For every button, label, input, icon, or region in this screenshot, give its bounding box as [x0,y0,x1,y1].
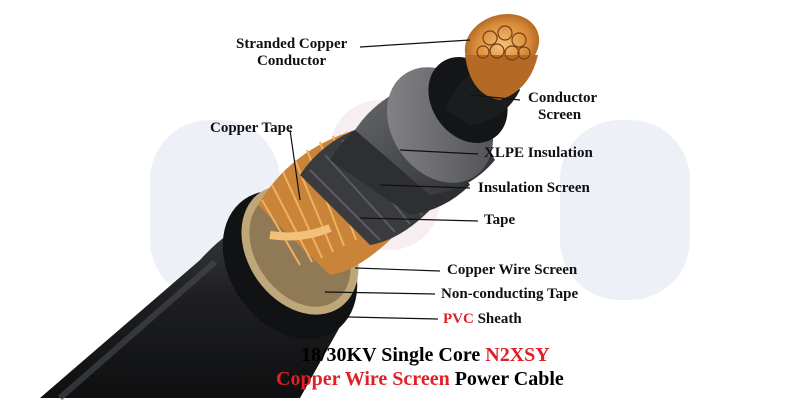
leader-non-conducting-tape [324,291,436,295]
label-non-conducting-tape: Non-conducting Tape [441,286,579,302]
label-sheath: Sheath [477,311,522,327]
label-copper-wire-screen: Copper Wire Screen [447,262,578,278]
caption-copper-wire-screen: Copper Wire Screen [276,368,450,390]
caption-line2: Copper Wire Screen Power Cable [276,368,564,390]
label-stranded-copper-line2: Conductor [257,53,327,69]
label-insulation-screen: Insulation Screen [478,180,590,196]
leader-lines [289,39,521,320]
caption-power-cable: Power Cable [454,368,564,390]
label-conductor-screen-line2: Screen [538,107,582,123]
leader-copper-wire-screen [354,267,441,272]
leader-stranded-copper [359,39,471,48]
leader-copper-tape [289,129,301,201]
label-pvc: PVC [443,311,474,327]
label-pvc-sheath: PVC Sheath [443,311,522,328]
leader-tape [359,217,479,222]
leader-pvc-sheath [304,315,439,320]
label-xlpe-insulation: XLPE Insulation [484,145,593,161]
label-stranded-copper-line1: Stranded Copper [236,36,348,52]
caption-voltage-core: 18/30KV Single Core [301,344,481,366]
leader-insulation-screen [379,184,471,189]
label-tape: Tape [484,212,516,228]
stranded-copper-conductor [464,13,540,100]
label-copper-tape: Copper Tape [210,120,293,136]
leader-conductor-screen [469,94,521,101]
caption-model: N2XSY [485,344,550,366]
label-conductor-screen-line1: Conductor [528,90,598,106]
leader-xlpe [399,149,479,155]
label-stranded-copper-conductor: Stranded Copper Conductor [236,36,347,70]
caption-line1: 18/30KV Single Core N2XSY [301,344,550,366]
label-conductor-screen: Conductor Screen [528,90,597,124]
